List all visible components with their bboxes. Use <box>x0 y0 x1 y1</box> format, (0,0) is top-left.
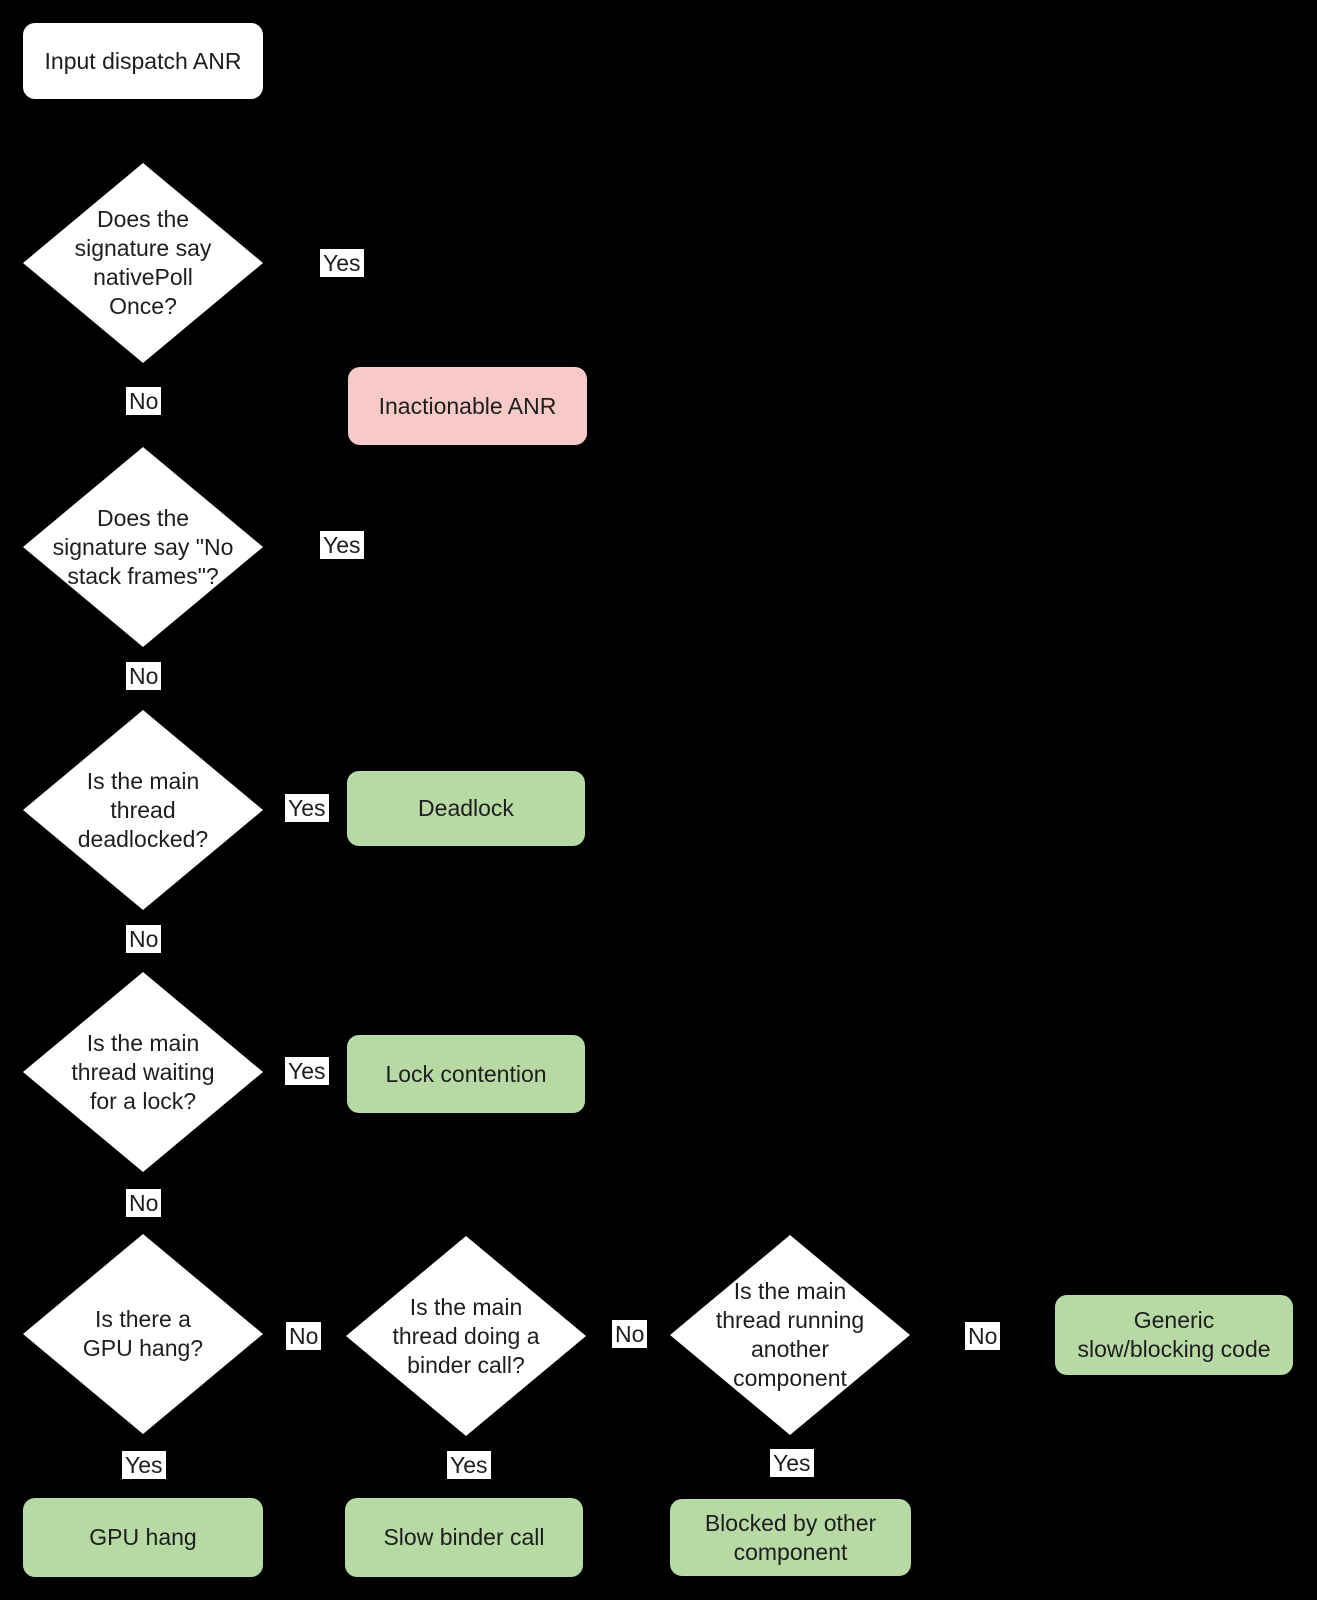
node-label: Slow binder call <box>383 1523 544 1552</box>
terminal-slow-binder-call: Slow binder call <box>345 1498 583 1577</box>
edge-label-d1-yes: Yes <box>320 249 364 277</box>
edge-label-d7-no: No <box>965 1322 1000 1350</box>
decision-main-thread-deadlocked: Is the mainthreaddeadlocked? <box>23 710 263 910</box>
edge-label-d2-yes: Yes <box>320 531 364 559</box>
terminal-lock-contention: Lock contention <box>347 1035 585 1113</box>
decision-main-thread-waiting-lock: Is the mainthread waitingfor a lock? <box>23 972 263 1172</box>
edge-label-d3-yes: Yes <box>285 794 329 822</box>
decision-signature-nativepollonce: Does thesignature saynativePollOnce? <box>23 163 263 363</box>
edge-label-d5-yes: Yes <box>122 1451 166 1479</box>
terminal-gpu-hang: GPU hang <box>23 1498 263 1577</box>
decision-label: Is there aGPU hang? <box>23 1234 263 1434</box>
node-label: Lock contention <box>385 1060 546 1089</box>
node-start-input-dispatch-anr: Input dispatch ANR <box>23 23 263 99</box>
edge-label-d7-yes: Yes <box>770 1449 814 1477</box>
edge-label-d1-no: No <box>126 387 161 415</box>
edge-label-d3-no: No <box>126 925 161 953</box>
node-label: Inactionable ANR <box>379 392 557 421</box>
terminal-inactionable-anr: Inactionable ANR <box>348 367 587 445</box>
edge-label-d4-yes: Yes <box>285 1057 329 1085</box>
decision-gpu-hang: Is there aGPU hang? <box>23 1234 263 1434</box>
edge-label-d6-no: No <box>612 1320 647 1348</box>
terminal-deadlock: Deadlock <box>347 771 585 846</box>
decision-signature-no-stack-frames: Does thesignature say "Nostack frames"? <box>23 447 263 647</box>
decision-label: Does thesignature say "Nostack frames"? <box>23 447 263 647</box>
node-label: Input dispatch ANR <box>45 47 242 76</box>
decision-main-thread-binder-call: Is the mainthread doing abinder call? <box>346 1236 586 1436</box>
node-label: GPU hang <box>89 1523 196 1552</box>
terminal-generic-slow-blocking-code: Genericslow/blocking code <box>1055 1295 1293 1375</box>
decision-label: Is the mainthread runninganothercomponen… <box>670 1235 910 1435</box>
decision-main-thread-running-another-component: Is the mainthread runninganothercomponen… <box>670 1235 910 1435</box>
decision-label: Does thesignature saynativePollOnce? <box>23 163 263 363</box>
edge-label-d4-no: No <box>126 1189 161 1217</box>
edge-label-d5-no: No <box>286 1322 321 1350</box>
edge-label-d2-no: No <box>126 662 161 690</box>
edge-label-d6-yes: Yes <box>447 1451 491 1479</box>
terminal-blocked-by-other-component: Blocked by othercomponent <box>670 1499 911 1576</box>
node-label: Genericslow/blocking code <box>1077 1306 1270 1364</box>
node-label: Blocked by othercomponent <box>705 1509 876 1567</box>
decision-label: Is the mainthread doing abinder call? <box>346 1236 586 1436</box>
decision-label: Is the mainthread waitingfor a lock? <box>23 972 263 1172</box>
decision-label: Is the mainthreaddeadlocked? <box>23 710 263 910</box>
node-label: Deadlock <box>418 794 514 823</box>
